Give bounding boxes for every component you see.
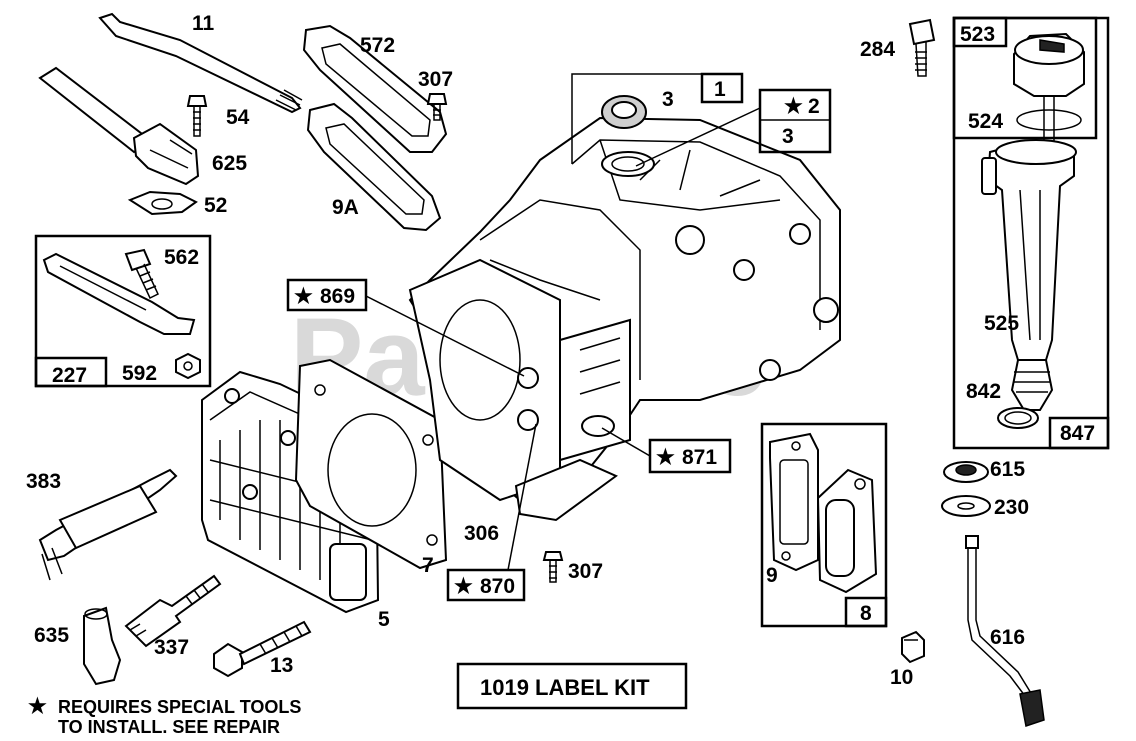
- dipstick-cap-524-part: [1013, 32, 1085, 148]
- gasket-9a-part: [306, 102, 442, 232]
- spark-plug-boot-635-part: [83, 606, 122, 686]
- callout-227: 227: [52, 364, 87, 387]
- breather-tube-part: [98, 12, 303, 114]
- callout-2-star: ★: [784, 95, 803, 118]
- callout-9a: 9A: [332, 196, 359, 219]
- bolt-562-part: [124, 248, 159, 300]
- callout-306: 306: [464, 522, 499, 545]
- callout-592: 592: [122, 362, 157, 385]
- callout-572: 572: [360, 34, 395, 57]
- callout-52: 52: [204, 194, 227, 217]
- callout-11: 11: [192, 12, 215, 35]
- governor-lever-kit-box: [34, 234, 212, 388]
- crankcase-block-part: [408, 116, 841, 502]
- callout-1-box: [700, 72, 744, 104]
- dipstick-616-part: [965, 535, 1045, 727]
- callout-54: 54: [226, 106, 250, 129]
- callout-13: 13: [270, 654, 293, 677]
- callout-5: 5: [378, 608, 390, 631]
- callout-847: 847: [1060, 422, 1095, 445]
- callout-869-leader: [365, 295, 525, 377]
- callout-635: 635: [34, 624, 69, 647]
- callout-284: 284: [860, 38, 895, 61]
- callout-2-leader: [635, 107, 761, 167]
- tube-seal-842-part: [997, 359, 1054, 429]
- bolt-13-part: [213, 620, 312, 678]
- callout-616: 616: [990, 626, 1025, 649]
- callout-869: 869: [320, 285, 355, 308]
- callout-8: 8: [860, 602, 872, 625]
- governor-lever-part: [42, 252, 196, 335]
- head-gasket-part: [294, 358, 448, 570]
- callout-869-star: ★: [294, 285, 313, 308]
- callout-869-box: [286, 278, 368, 312]
- callout-2-3-box: [758, 88, 832, 154]
- callout-523: 523: [960, 23, 995, 46]
- seal-615-part: [943, 461, 989, 483]
- callout-625: 625: [212, 152, 247, 175]
- callout-3-seal: 3: [662, 88, 674, 111]
- callout-1: 1: [714, 78, 726, 101]
- footnote-star: ★: [28, 695, 47, 718]
- kit-847-label-box: [1048, 416, 1110, 450]
- kit-8-label-box: [844, 596, 888, 628]
- callout-337: 337: [154, 636, 189, 659]
- callout-3-kit: 3: [782, 125, 794, 148]
- kit-523-label-box: [952, 16, 1008, 48]
- breather-cover-part: [38, 66, 200, 186]
- callout-2: 2: [808, 95, 820, 118]
- callout-562: 562: [164, 246, 199, 269]
- callout-7: 7: [422, 554, 434, 577]
- nut-592-part: [175, 352, 201, 380]
- label-kit-text: 1019 LABEL KIT: [480, 675, 650, 700]
- screw-10-part: [901, 630, 925, 664]
- screw-307-lower-part: [542, 551, 564, 583]
- callout-10: 10: [890, 666, 913, 689]
- callout-870-star: ★: [454, 575, 473, 598]
- breather-cover-part: [816, 468, 878, 594]
- spark-plug-tool-383-part: [38, 468, 178, 581]
- breather-kit-box: [760, 422, 888, 628]
- callout-871-star: ★: [656, 446, 675, 469]
- callout-230: 230: [994, 496, 1029, 519]
- gasket-52-part: [127, 190, 198, 216]
- washer-230-part: [941, 495, 991, 517]
- callout-870-box: [446, 568, 526, 602]
- callout-870: 870: [480, 575, 515, 598]
- breather-gasket-9-part: [769, 432, 819, 572]
- callout-383: 383: [26, 470, 61, 493]
- callout-9: 9: [766, 564, 778, 587]
- cap-kit-523-box: [952, 16, 1098, 140]
- callout-615: 615: [990, 458, 1025, 481]
- kit-227-label-box: [34, 356, 108, 388]
- screw-284-part: [908, 18, 936, 77]
- footnote-line-2: TO INSTALL. SEE REPAIR: [58, 717, 280, 737]
- callout-842: 842: [966, 380, 1001, 403]
- screw-307-top-part: [426, 93, 448, 121]
- callout-525: 525: [984, 312, 1019, 335]
- oil-seal-part: [601, 95, 647, 129]
- label-kit-box: [456, 662, 688, 710]
- callout-524: 524: [968, 110, 1003, 133]
- callout-871-leader: [601, 427, 651, 457]
- callout-307-top: 307: [418, 68, 453, 91]
- callout-307-lower: 307: [568, 560, 603, 583]
- screw-54-part: [186, 95, 208, 137]
- footnote-line-1: REQUIRES SPECIAL TOOLS: [58, 697, 301, 717]
- callout-871: 871: [682, 446, 717, 469]
- callout-870-leader: [507, 423, 537, 571]
- gasket-572-part: [302, 24, 448, 153]
- spark-plug-337-part: [124, 574, 222, 648]
- dipstick-tube-525-part: [981, 138, 1077, 361]
